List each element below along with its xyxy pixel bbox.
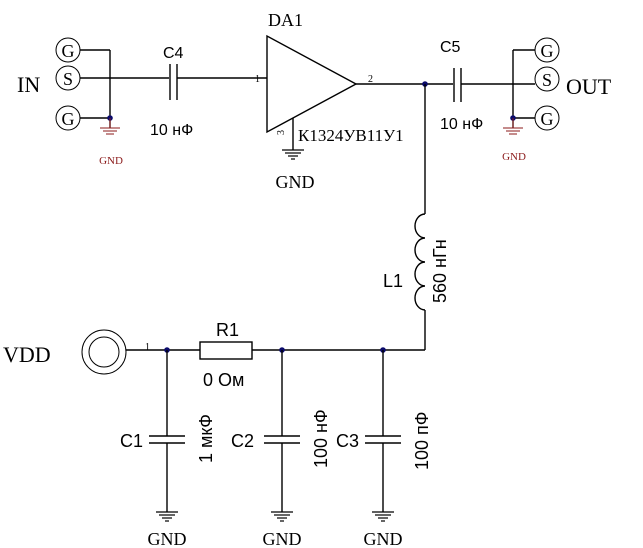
- out-pin-s-label: S: [542, 70, 552, 90]
- l1-ref: L1: [383, 271, 403, 291]
- in-label: IN: [17, 72, 40, 97]
- c1-value: 1 мкФ: [196, 414, 216, 463]
- gnd-symbol-c3: [372, 511, 394, 522]
- out-pin-s: [534, 66, 560, 92]
- capacitor-c5: C5 10 нФ: [440, 39, 483, 133]
- c2-ref: C2: [231, 431, 254, 451]
- gnd-label-da1: GND: [276, 172, 315, 192]
- gnd-label-c3: GND: [364, 529, 403, 548]
- da1-pin3-label: 3: [276, 130, 287, 135]
- capacitor-c4: C4 10 нФ: [150, 45, 193, 139]
- r1-value: 0 Ом: [203, 370, 244, 390]
- da1-pin2-label: 2: [368, 74, 373, 85]
- inductor-l1: L1 560 нГн: [383, 213, 450, 311]
- out-connector: G S G OUT GND: [502, 37, 612, 163]
- c5-ref: C5: [440, 39, 461, 56]
- gnd-label-out: GND: [502, 151, 526, 163]
- out-pin-g2-label: G: [541, 109, 554, 129]
- out-label: OUT: [566, 74, 612, 99]
- gnd-symbol-da1: [282, 149, 304, 160]
- in-connector: G S G IN GND: [17, 37, 123, 167]
- gnd-symbol-in: [100, 118, 120, 135]
- c2-value: 100 нФ: [311, 409, 331, 468]
- amplifier-da1: DA1 1 2 3 К1324УВ11У1 GND: [255, 10, 404, 192]
- c4-value: 10 нФ: [150, 122, 193, 139]
- out-pin-g1-label: G: [541, 41, 554, 61]
- in-pin-g1-label: G: [62, 41, 75, 61]
- gnd-label-c2: GND: [263, 529, 302, 548]
- gnd-symbol-c1: [156, 511, 178, 522]
- gnd-label-in: GND: [99, 155, 123, 167]
- in-pin-s-label: S: [63, 69, 73, 89]
- c3-value: 100 пФ: [412, 412, 432, 470]
- vdd-terminal: VDD 1: [3, 329, 150, 375]
- vdd-label: VDD: [3, 342, 51, 367]
- c3-ref: C3: [336, 431, 359, 451]
- da1-ref: DA1: [268, 10, 303, 30]
- capacitor-c3: C3 100 пФ GND: [336, 350, 432, 548]
- gnd-symbol-c2: [271, 511, 293, 522]
- da1-pin1-label: 1: [255, 74, 260, 85]
- gnd-label-c1: GND: [148, 529, 187, 548]
- capacitor-c2: C2 100 нФ GND: [231, 350, 331, 548]
- c4-ref: C4: [163, 45, 184, 62]
- l1-value: 560 нГн: [430, 239, 450, 303]
- in-pin-g2-label: G: [62, 109, 75, 129]
- vdd-pin-label: 1: [145, 342, 150, 353]
- r1-ref: R1: [216, 320, 239, 340]
- c1-ref: C1: [120, 431, 143, 451]
- c5-value: 10 нФ: [440, 116, 483, 133]
- da1-part: К1324УВ11У1: [298, 126, 404, 145]
- gnd-symbol-out: [503, 118, 523, 135]
- resistor-r1: R1 0 Ом: [199, 320, 253, 390]
- capacitor-c1: C1 1 мкФ GND: [120, 350, 216, 548]
